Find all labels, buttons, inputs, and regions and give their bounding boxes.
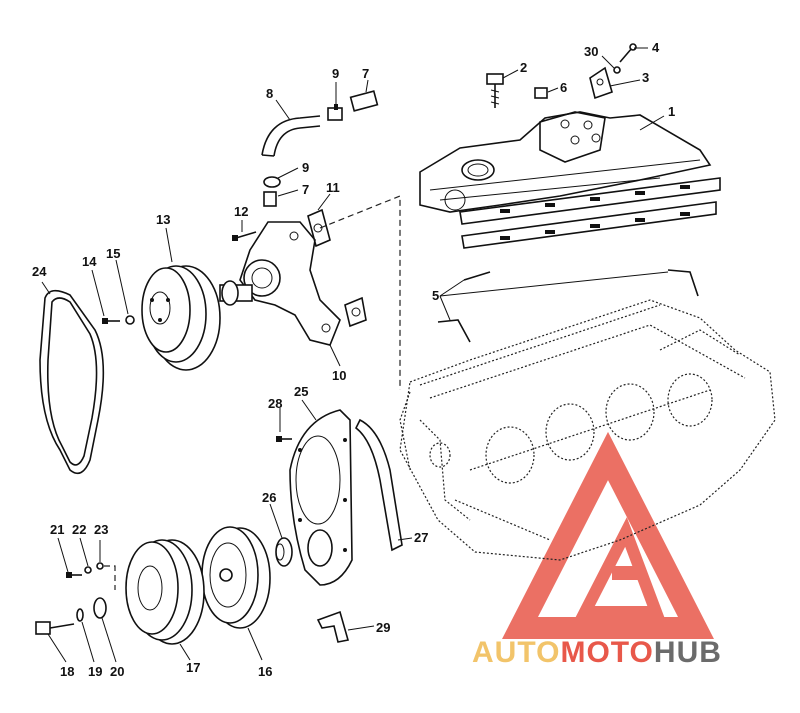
callout-7-top: 7	[362, 66, 369, 81]
callout-18: 18	[60, 664, 74, 679]
hose-7-lower	[263, 191, 277, 207]
bypass-hose	[261, 115, 321, 157]
timing-cover	[289, 409, 353, 586]
callout-20: 20	[110, 664, 124, 679]
callout-26: 26	[262, 490, 276, 505]
callout-3: 3	[642, 70, 649, 85]
washer-30	[613, 66, 621, 74]
callout-12: 12	[234, 204, 248, 219]
bracket-3	[589, 66, 613, 100]
callout-19: 19	[88, 664, 102, 679]
cover-gasket-27	[354, 418, 403, 552]
watermark-moto: MOTO	[560, 636, 653, 669]
leader-lines	[41, 47, 669, 663]
callout-10: 10	[332, 368, 346, 383]
clamp-9-top	[327, 104, 343, 121]
callout-21: 21	[50, 522, 64, 537]
callout-7-lower: 7	[302, 182, 309, 197]
washer-19	[76, 608, 84, 622]
seal-26	[275, 537, 293, 567]
svg-text:AUTOMOTOHUB: AUTOMOTOHUB	[472, 636, 722, 669]
callout-5: 5	[432, 288, 439, 303]
engine-block	[399, 299, 776, 561]
bolt-28	[276, 436, 292, 442]
pump-gasket-lower	[344, 296, 367, 328]
callout-2: 2	[520, 60, 527, 75]
crank-pulley-17	[125, 539, 205, 645]
callout-6: 6	[560, 80, 567, 95]
callout-22: 22	[72, 522, 86, 537]
callout-8: 8	[266, 86, 273, 101]
water-pump	[219, 221, 341, 346]
callout-numbers: 1 2 3 4 30 6 7 9 8 9 7 11 12 13 14 15 24…	[32, 40, 675, 679]
washer-22	[84, 566, 92, 574]
end-seals	[437, 269, 699, 343]
callout-9-lower: 9	[302, 160, 309, 175]
clamp-9-lower	[263, 176, 281, 188]
washer-15	[125, 315, 135, 325]
callout-4: 4	[652, 40, 660, 55]
callout-14: 14	[82, 254, 97, 269]
callout-28: 28	[268, 396, 282, 411]
callout-9-top: 9	[332, 66, 339, 81]
spacer-20	[93, 597, 107, 619]
bolt-2	[486, 73, 504, 108]
bracket-29	[316, 610, 350, 643]
bolt-12	[232, 231, 257, 241]
watermark-auto: AUTO	[472, 636, 560, 669]
manifold-gasket	[461, 201, 717, 249]
pump-pulley	[141, 265, 221, 371]
alignment-line	[319, 195, 401, 390]
washer-23	[96, 562, 104, 570]
pump-gasket-11	[307, 208, 331, 248]
bolt-21	[66, 572, 82, 578]
hose-7-top	[349, 90, 379, 112]
watermark-text: AUTOMOTOHUB	[472, 636, 722, 669]
callout-1: 1	[668, 104, 675, 119]
callout-23: 23	[94, 522, 108, 537]
drive-belt	[39, 289, 105, 475]
callout-25: 25	[294, 384, 308, 399]
callout-16: 16	[258, 664, 272, 679]
bolt-18	[35, 621, 75, 635]
callout-29: 29	[376, 620, 390, 635]
callout-17: 17	[186, 660, 200, 675]
watermark-triangle-outer	[502, 431, 714, 639]
watermark-hub: HUB	[654, 636, 722, 669]
intake-manifold	[419, 111, 721, 225]
plug-6	[534, 87, 548, 99]
callout-15: 15	[106, 246, 120, 261]
bolt-4	[619, 43, 637, 63]
watermark-logo	[502, 431, 714, 639]
callout-13: 13	[156, 212, 170, 227]
callout-24: 24	[32, 264, 47, 279]
damper-pulley-16	[201, 526, 271, 629]
bolt-14	[102, 318, 120, 324]
callout-11: 11	[326, 180, 340, 195]
callout-30: 30	[584, 44, 598, 59]
callout-27: 27	[414, 530, 428, 545]
